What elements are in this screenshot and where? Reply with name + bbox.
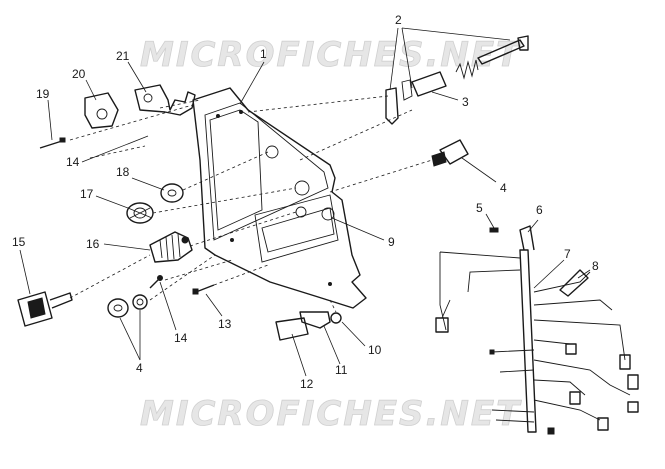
watermark-top: MICROFICHES.NET (140, 35, 522, 75)
callout-19: 19 (36, 87, 50, 101)
callout-3: 3 (462, 95, 469, 109)
mount-plate (84, 92, 119, 129)
clip-11 (299, 311, 331, 329)
callout-numbers: 1 2 3 4 4 5 6 7 8 9 10 11 12 13 14 14 15… (12, 13, 599, 391)
callout-4-lower: 4 (136, 361, 143, 375)
callout-20: 20 (72, 67, 86, 81)
callout-2: 2 (395, 13, 402, 27)
wiring-harness (435, 225, 639, 435)
screw-14-lower (149, 275, 163, 289)
ignition-key (17, 291, 73, 327)
plate-12 (275, 317, 309, 341)
leader-lines (19, 27, 591, 377)
ignition-switch (149, 231, 193, 263)
callout-5: 5 (476, 201, 483, 215)
callout-4-upper: 4 (500, 181, 507, 195)
mounting-bracket (134, 84, 196, 116)
toggle-switch (431, 139, 469, 167)
callout-15: 15 (12, 235, 26, 249)
callout-11: 11 (335, 363, 348, 377)
spring (455, 59, 479, 80)
callout-17: 17 (80, 187, 94, 201)
switch-3 (385, 71, 447, 125)
callout-12: 12 (300, 377, 314, 391)
screw-19 (39, 137, 66, 149)
screw-13 (192, 284, 215, 295)
callout-16: 16 (86, 237, 100, 251)
watermark-bottom: MICROFICHES.NET (140, 394, 522, 434)
callout-1: 1 (260, 47, 267, 61)
callout-7: 7 (564, 247, 571, 261)
instrument-panel (192, 87, 367, 309)
callout-10: 10 (368, 343, 382, 357)
callout-18: 18 (116, 165, 130, 179)
bolt-2 (477, 35, 529, 65)
callout-14-upper: 14 (66, 155, 80, 169)
callout-13: 13 (218, 317, 232, 331)
callout-21: 21 (116, 49, 130, 63)
assembly-lines (69, 95, 433, 313)
callout-9: 9 (388, 235, 395, 249)
nut-10 (330, 312, 342, 324)
lock-nut (126, 202, 154, 224)
washer (160, 183, 184, 203)
callout-6: 6 (536, 203, 543, 217)
callout-8: 8 (592, 259, 599, 273)
lower-washers (107, 294, 148, 318)
callout-14-lower: 14 (174, 331, 188, 345)
